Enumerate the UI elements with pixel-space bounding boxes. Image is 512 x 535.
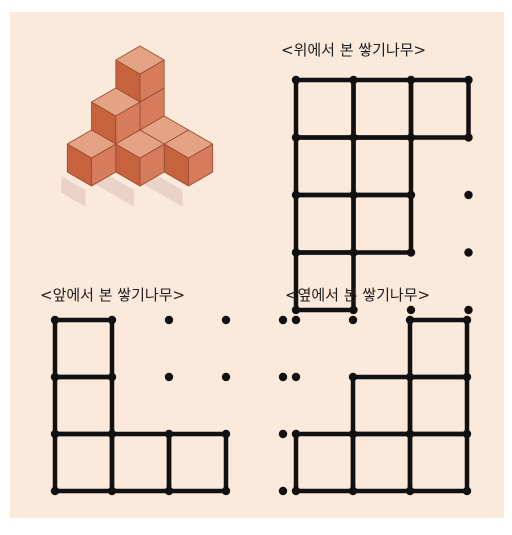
side-view-dot (348, 315, 358, 325)
top-view-dot (406, 305, 416, 315)
top-view-dot (464, 248, 473, 257)
front-view-dot (221, 372, 231, 382)
front-view-dot (164, 315, 174, 325)
cube-top-face (115, 45, 165, 75)
top-view-dot (464, 190, 473, 200)
front-view-dot (221, 315, 231, 325)
front-view-label: <앞에서 본 쌓기나무> (40, 286, 186, 304)
cube-top-face (91, 87, 141, 117)
cube-top-face (66, 129, 117, 159)
cube-shadow (61, 176, 86, 207)
side-view-label: <옆에서 본 쌓기나무> (285, 286, 431, 304)
front-view-dot (278, 429, 288, 439)
front-view-grid (50, 315, 288, 496)
cube-shadow (158, 176, 183, 207)
front-view-dot (164, 372, 174, 382)
top-view-dot (464, 305, 473, 315)
cube-shadow (109, 176, 134, 207)
front-view-dot (278, 315, 288, 325)
side-view-grid (291, 315, 472, 496)
top-view-grid (291, 75, 473, 315)
front-view-dot (278, 486, 288, 496)
cube-top-face (163, 129, 214, 159)
front-view-dot (278, 372, 288, 382)
isometric-cube-stack (61, 45, 214, 207)
side-view-dot (291, 372, 301, 382)
top-view-label: <위에서 본 쌓기나무> (281, 41, 427, 59)
cube-top-face (115, 129, 165, 159)
side-view-dot (291, 315, 301, 325)
